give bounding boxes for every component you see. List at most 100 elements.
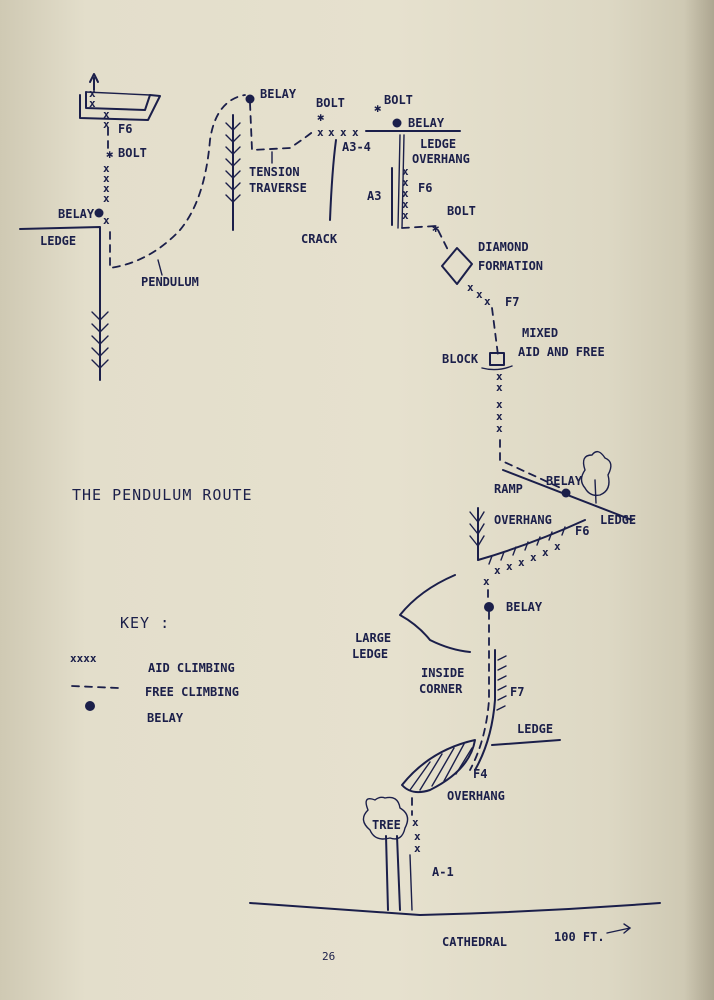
label-ledge-low: LEDGE [517,722,553,736]
svg-text:x: x [402,176,409,189]
label-bolt-mid1: BOLT [316,96,345,110]
svg-text:x: x [340,126,347,139]
crack-line [329,139,337,221]
aid-line-top-left: xx xx xx xx x [89,87,110,227]
svg-text:x: x [103,214,110,227]
overhang-mid-chevrons [469,511,485,547]
inside-corner-wall [474,649,496,771]
label-belay-mid: BELAY [506,600,543,614]
label-bolt-mid2: BOLT [384,93,413,107]
key-free-symbol [71,685,119,689]
label-a1: A-1 [432,865,454,879]
label-inside: INSIDE [421,666,464,680]
tension-traverse-line [249,102,316,151]
label-bolt-topleft: BOLT [118,146,147,160]
svg-text:x: x [476,288,483,301]
label-ledge-large: LEDGE [352,647,388,661]
label-diamond: DIAMOND [478,240,529,254]
belay-dot-top [245,94,255,104]
svg-text:x: x [402,209,409,222]
tree-top-right [580,450,612,504]
svg-text:x: x [496,370,503,383]
svg-text:x: x [506,560,513,573]
free-line-to-diamond [401,225,449,251]
label-pendulum: PENDULUM [141,275,199,289]
svg-text:x: x [496,381,503,394]
label-a3-4: A3-4 [342,140,371,154]
diamond-formation-shape [441,247,473,285]
svg-text:x: x [414,830,421,843]
ramp-free-line [499,439,566,491]
page-number: 26 [322,950,335,963]
a1-line [409,854,413,911]
legend-key: KEY : xxxx AID CLIMBING FREE CLIMBING BE… [70,614,239,725]
belay-dot-mid [484,602,494,612]
svg-text:x: x [467,281,474,294]
arrow-right-icon [606,923,632,934]
belay-dot-left [94,208,104,218]
left-ledge-line [19,226,101,381]
svg-text:x: x [554,540,561,553]
pendulum-pointer [157,259,163,276]
left-crack-chevrons [91,311,109,369]
svg-text:x: x [484,295,491,308]
aid-line-block: xx xx x [496,370,503,435]
label-belay-top: BELAY [260,87,297,101]
aid-line-a1: xx x [412,816,421,855]
ground-line [249,902,661,916]
overhang-mid-line [477,519,586,561]
belay-dot-ramp [561,488,571,498]
aid-line-a3: xx xx x [402,165,409,222]
label-belay-right-top: BELAY [408,116,445,130]
overhang-double-line [397,134,405,229]
pendulum-free-line [109,94,246,270]
label-belay-ramp: BELAY [546,474,583,488]
svg-text:x: x [328,126,335,139]
label-overhang-mid: OVERHANG [494,513,552,527]
bolt-star-mid1-icon: ✱ [317,110,324,124]
svg-text:x: x [530,551,537,564]
large-ledge-outline [399,574,471,653]
label-aid-and-free: AID AND FREE [518,345,605,359]
key-aid-label: AID CLIMBING [148,661,235,675]
svg-text:x: x [317,126,324,139]
svg-text:x: x [494,564,501,577]
svg-text:x: x [103,108,110,121]
label-overhang-top: OVERHANG [412,152,470,166]
svg-text:x: x [496,398,503,411]
label-ledge-ramp: LEDGE [600,513,636,527]
svg-text:x: x [412,816,419,829]
overhang-mid-ticks [488,526,566,565]
label-ramp: RAMP [494,482,523,496]
label-cathedral: CATHEDRAL [442,935,507,949]
svg-text:x: x [103,192,110,205]
label-block: BLOCK [442,352,479,366]
aid-line-diamond: xx x [467,281,491,308]
key-heading: KEY : [120,614,170,632]
label-tree: TREE [372,818,401,832]
label-bolt-right: BOLT [447,204,476,218]
svg-text:x: x [103,162,110,175]
label-ledge-left: LEDGE [40,234,76,248]
svg-text:x: x [402,198,409,211]
label-ledge-right-top: LEDGE [420,137,456,151]
key-free-label: FREE CLIMBING [145,685,239,699]
label-mixed: MIXED [522,326,558,340]
label-belay-left: BELAY [58,207,95,221]
svg-text:x: x [89,97,96,110]
belay-dot-right-top [392,118,402,128]
block-base [481,365,513,371]
ledge-low-line [491,739,561,746]
label-a3: A3 [367,189,381,203]
label-crack: CRACK [301,232,338,246]
label-tension: TENSION [249,165,300,179]
svg-text:x: x [103,118,110,131]
svg-text:x: x [103,172,110,185]
svg-text:x: x [402,165,409,178]
grade-f6-top: F6 [118,122,132,136]
grade-f4: F4 [473,767,487,781]
